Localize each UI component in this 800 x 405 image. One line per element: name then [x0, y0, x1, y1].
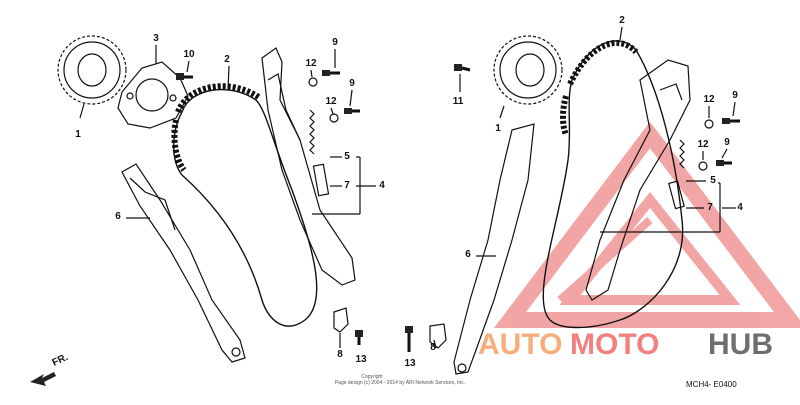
- washer-right-12a: [704, 119, 714, 129]
- bolt-right-11: [454, 64, 471, 72]
- callout-12: 12: [325, 96, 337, 107]
- leader-line: [499, 105, 505, 119]
- watermark-auto: AUTO: [478, 328, 562, 361]
- copyright-line1: Copyright: [361, 374, 383, 380]
- tensioner-arm-left: [261, 47, 356, 286]
- cam-sprocket-left: [57, 35, 127, 105]
- bolt-right-9b: [716, 160, 732, 166]
- callout-11: 11: [453, 96, 464, 107]
- watermark-hub: HUB: [708, 328, 773, 361]
- bracket-right-8: [429, 323, 447, 349]
- spring-left: [309, 109, 315, 155]
- callout-6: 6: [115, 211, 121, 222]
- bolt-left-13: [355, 330, 363, 345]
- callout-9: 9: [349, 78, 355, 89]
- diagram-code: MCH4- E0400: [686, 380, 737, 389]
- bolt-left-9b: [344, 108, 360, 114]
- callout-8: 8: [430, 342, 436, 353]
- bracket-left-8: [333, 307, 349, 333]
- callout-7: 7: [707, 202, 713, 213]
- cam-sprocket-right: [493, 35, 563, 105]
- callout-3: 3: [153, 33, 159, 44]
- leader-line: [349, 89, 353, 107]
- chain-guide-right: [453, 123, 535, 375]
- cam-chain-left: [171, 83, 318, 327]
- pin-right: [668, 180, 685, 210]
- callout-2: 2: [619, 15, 625, 26]
- callout-9: 9: [732, 90, 738, 101]
- bolt-right-13: [405, 326, 413, 352]
- callout-5: 5: [344, 151, 350, 162]
- washer-left-12b: [329, 113, 339, 123]
- bolt-left-9a: [322, 70, 340, 76]
- callout-4: 4: [737, 202, 743, 213]
- leader-line: [330, 107, 334, 115]
- leader-line: [79, 103, 85, 119]
- leader-line: [310, 69, 313, 78]
- callout-1: 1: [495, 123, 501, 134]
- tensioner-arm-right: [585, 59, 691, 301]
- front-direction-arrow: FR.: [30, 352, 70, 386]
- callout-1: 1: [75, 129, 81, 140]
- chain-guide-left: [121, 163, 246, 363]
- callout-12: 12: [697, 139, 709, 150]
- callout-6: 6: [465, 249, 471, 260]
- leader-line: [227, 65, 230, 91]
- washer-left-12a: [308, 77, 318, 87]
- watermark-logo: [493, 121, 800, 328]
- watermark-text: AUTO MOTO HUB: [478, 328, 773, 361]
- leader-line: [619, 26, 623, 41]
- washer-right-12b: [698, 161, 708, 171]
- callout-9: 9: [332, 37, 338, 48]
- callout-13: 13: [355, 354, 367, 365]
- callout-5: 5: [710, 175, 716, 186]
- watermark-moto: MOTO: [570, 328, 659, 361]
- callout-13: 13: [404, 358, 416, 369]
- leader-line: [433, 339, 437, 349]
- pin-left: [312, 163, 330, 197]
- callout-12: 12: [703, 94, 715, 105]
- callout-9: 9: [724, 137, 730, 148]
- callout-8: 8: [337, 349, 343, 360]
- leader-line: [732, 101, 736, 117]
- bolt-left-10: [176, 73, 193, 80]
- spring-right: [679, 139, 685, 169]
- sprocket-plate: [117, 61, 189, 129]
- callout-4: 4: [379, 180, 385, 191]
- leader-line: [186, 60, 190, 73]
- bolt-right-9a: [722, 118, 740, 124]
- callout-2: 2: [224, 54, 230, 65]
- front-label: FR.: [51, 352, 70, 369]
- callout-7: 7: [344, 180, 350, 191]
- copyright-line2: Page design (c) 2004 - 2014 by ARI Netwo…: [335, 380, 465, 386]
- leader-line: [721, 148, 728, 159]
- callout-12: 12: [305, 58, 317, 69]
- cam-chain-right: [542, 40, 684, 329]
- callout-10: 10: [183, 49, 195, 60]
